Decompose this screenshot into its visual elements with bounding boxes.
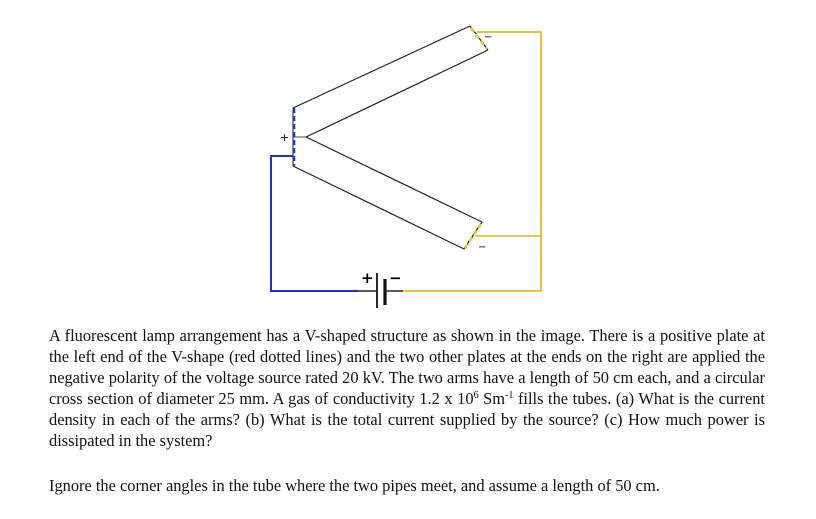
problem-note: Ignore the corner angles in the tube whe… (49, 476, 660, 496)
battery-positive-label: + (361, 269, 374, 287)
negative-top-label: − (484, 32, 492, 43)
circuit-diagram: + − − + − (270, 25, 542, 308)
negative-plate-bottom (463, 223, 483, 249)
negative-plate-top (470, 27, 488, 50)
positive-plate-label: + (280, 131, 289, 144)
positive-wire (270, 155, 358, 292)
problem-statement: A fluorescent lamp arrangement has a V-s… (49, 325, 765, 451)
negative-bottom-label: − (478, 242, 486, 253)
problem-paragraph: A fluorescent lamp arrangement has a V-s… (49, 326, 765, 450)
battery-icon (376, 273, 403, 308)
negative-wire (403, 31, 542, 292)
lower-tube-arm (292, 136, 483, 250)
battery-negative-label: − (389, 269, 402, 287)
upper-tube-arm (292, 25, 489, 138)
